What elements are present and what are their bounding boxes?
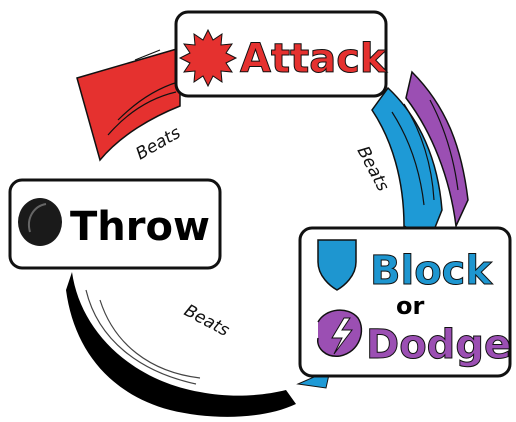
red-arrow-body bbox=[76, 47, 181, 162]
black-beats-arrow bbox=[66, 272, 296, 417]
red-beats-arrow bbox=[76, 47, 181, 162]
block-label: Block bbox=[370, 248, 493, 294]
attack-label: Attack bbox=[240, 36, 388, 82]
purple-beats-arrow bbox=[405, 70, 469, 229]
beats-label-throw-attack: Beats bbox=[133, 123, 185, 164]
dodge-label: Dodge bbox=[366, 322, 511, 368]
purple-arrow-body bbox=[405, 70, 469, 229]
beats-label-block-throw: Beats bbox=[181, 301, 233, 341]
beats-label-attack-block: Beats bbox=[353, 143, 393, 195]
attack-card: Attack bbox=[174, 10, 388, 98]
block-or-dodge-card: Block or Dodge bbox=[298, 226, 512, 378]
throw-label: Throw bbox=[70, 204, 210, 250]
or-label: or bbox=[396, 292, 424, 320]
black-arrow-body bbox=[66, 272, 296, 417]
shield-icon bbox=[317, 239, 357, 291]
starburst-icon bbox=[178, 28, 238, 88]
black-circle-icon bbox=[18, 198, 62, 246]
lightning-swirl-icon bbox=[317, 309, 363, 357]
throw-card: Throw bbox=[8, 178, 222, 270]
